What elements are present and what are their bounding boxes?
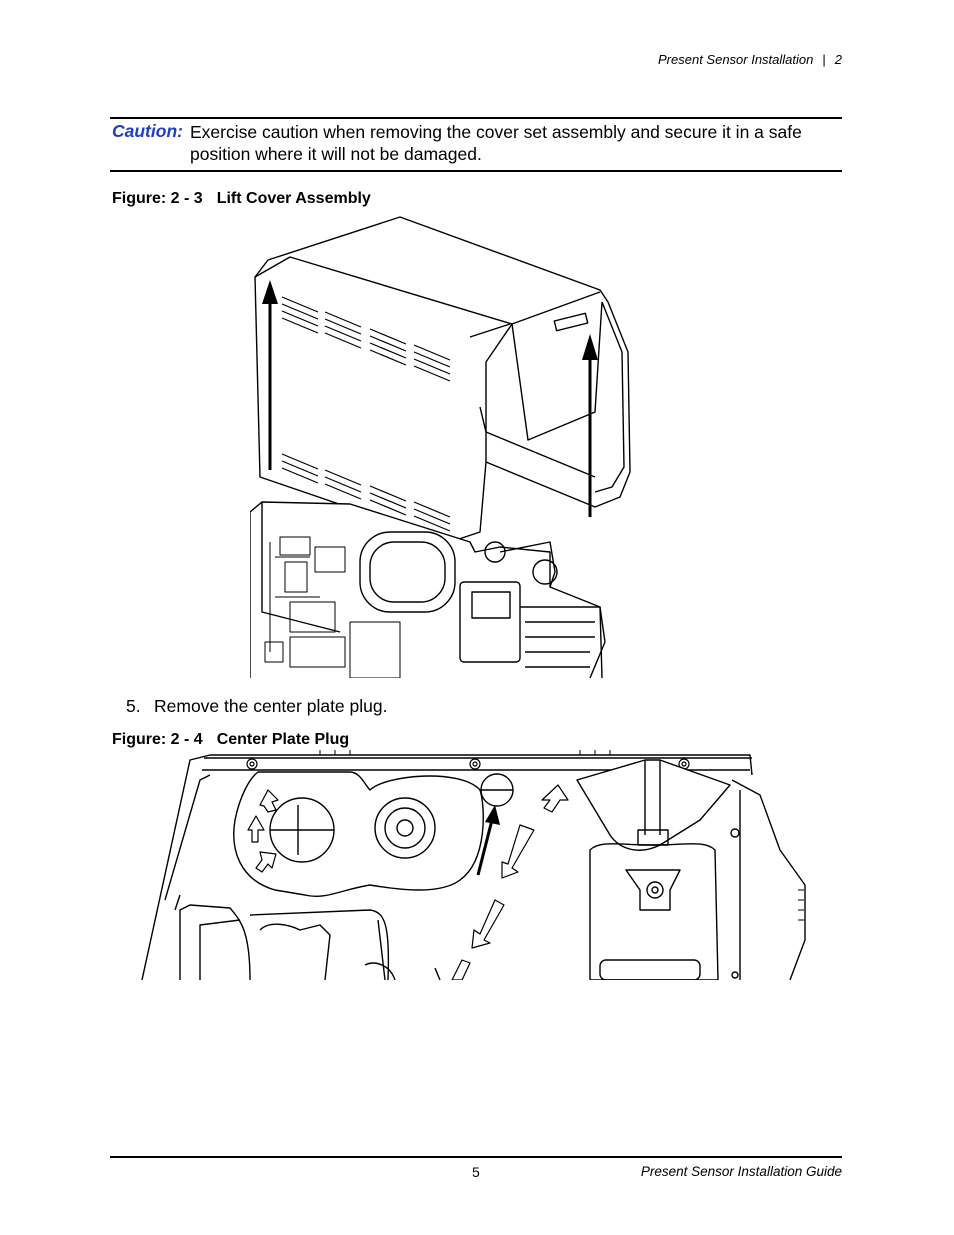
step-number: 5. [126,696,141,716]
running-header: Present Sensor Installation | 2 [658,52,842,67]
caution-text: Exercise caution when removing the cover… [190,122,802,164]
header-section-title: Present Sensor Installation [658,52,814,67]
figure-caption-lift-cover: Figure: 2 - 3 Lift Cover Assembly [112,190,371,208]
step-text: Remove the center plate plug. [154,696,388,716]
figure-title: Center Plate Plug [216,731,350,748]
lift-cover-assembly-illustration [250,216,631,678]
footer-document-title: Present Sensor Installation Guide [640,1164,842,1179]
caution-label: Caution: [112,121,183,141]
step-5: 5. Remove the center plate plug. [126,696,387,717]
header-separator: | [822,52,826,67]
figure-number: Figure: 2 - 3 [112,190,203,207]
header-chapter-number: 2 [834,52,842,67]
figure-caption-center-plate-plug: Figure: 2 - 4 Center Plate Plug [112,731,349,749]
figure-title: Lift Cover Assembly [216,190,371,207]
caution-box: Caution: Exercise caution when removing … [110,117,842,172]
footer-rule [110,1156,842,1158]
figure-number: Figure: 2 - 4 [112,731,203,748]
center-plate-plug-illustration [141,750,806,980]
footer-page-number: 5 [472,1164,480,1180]
